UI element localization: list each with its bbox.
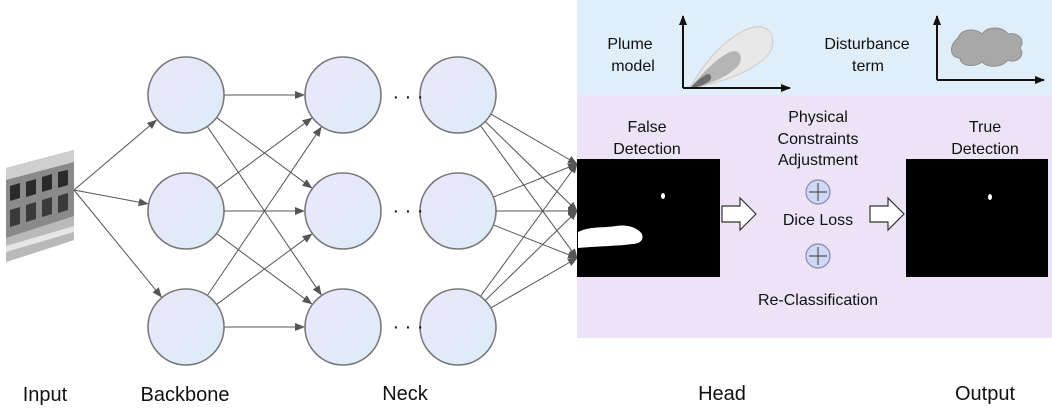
neck-node: [304, 56, 382, 134]
re-classification-label: Re-Classification: [758, 292, 878, 309]
ellipsis-row-1: · · ·: [392, 86, 423, 108]
constraints-label-1: Physical: [788, 109, 848, 126]
constraints-label-3: Adjustment: [778, 152, 859, 169]
plume-model-label-1: Plume: [607, 36, 652, 53]
connection-arrow: [493, 224, 578, 259]
neck-node: [304, 172, 382, 250]
connection-arrow: [73, 119, 158, 191]
section-label-backbone: Backbone: [141, 384, 230, 406]
false-detection-mask: [577, 159, 720, 277]
disturbance-plot: [933, 15, 1045, 84]
connection-arrow: [493, 163, 578, 198]
block-arrow-icon: [869, 196, 905, 232]
false-detection-label-2: Detection: [613, 141, 681, 158]
disturbance-label-2: term: [852, 58, 884, 75]
plus-icon: [805, 243, 831, 269]
plus-icon: [805, 179, 831, 205]
neck-node: [419, 172, 497, 250]
false-detection-label-1: False: [627, 119, 666, 136]
nodes: [147, 56, 497, 366]
disturbance-label-1: Disturbance: [824, 36, 909, 53]
connection-arrow: [484, 121, 578, 212]
connection-arrow: [490, 257, 578, 309]
neck-node: [419, 288, 497, 366]
backbone-node: [147, 172, 225, 250]
connection-arrow: [216, 117, 313, 189]
connection-arrow: [490, 113, 578, 165]
backbone-node: [147, 288, 225, 366]
connection-arrow: [480, 125, 578, 259]
connection-arrow: [206, 126, 322, 296]
plume-model-label-2: model: [611, 58, 655, 75]
ellipsis-row-2: · · ·: [392, 200, 423, 222]
input-image: [6, 150, 74, 262]
ellipsis-row-3: · · ·: [392, 316, 423, 338]
section-label-output: Output: [955, 383, 1015, 405]
true-detection-label-2: Detection: [951, 141, 1019, 158]
section-label-input: Input: [23, 384, 68, 406]
section-label-head: Head: [698, 383, 746, 405]
block-arrow-icon: [721, 196, 757, 232]
neck-node: [304, 288, 382, 366]
true-detection-label-1: True: [969, 119, 1001, 136]
section-label-neck: Neck: [382, 383, 429, 405]
connection-arrow: [73, 189, 162, 298]
true-detection-mask: [906, 159, 1048, 277]
neck-node: [419, 56, 497, 134]
connection-arrow: [73, 189, 149, 207]
connection-arrow: [216, 233, 313, 305]
connection-arrow: [480, 163, 578, 297]
dice-loss-label: Dice Loss: [783, 212, 853, 229]
backbone-node: [147, 56, 225, 134]
connections: [73, 91, 578, 331]
connection-arrow: [484, 210, 578, 301]
plume-model-plot: [679, 15, 791, 92]
constraints-label-2: Constraints: [778, 131, 859, 148]
